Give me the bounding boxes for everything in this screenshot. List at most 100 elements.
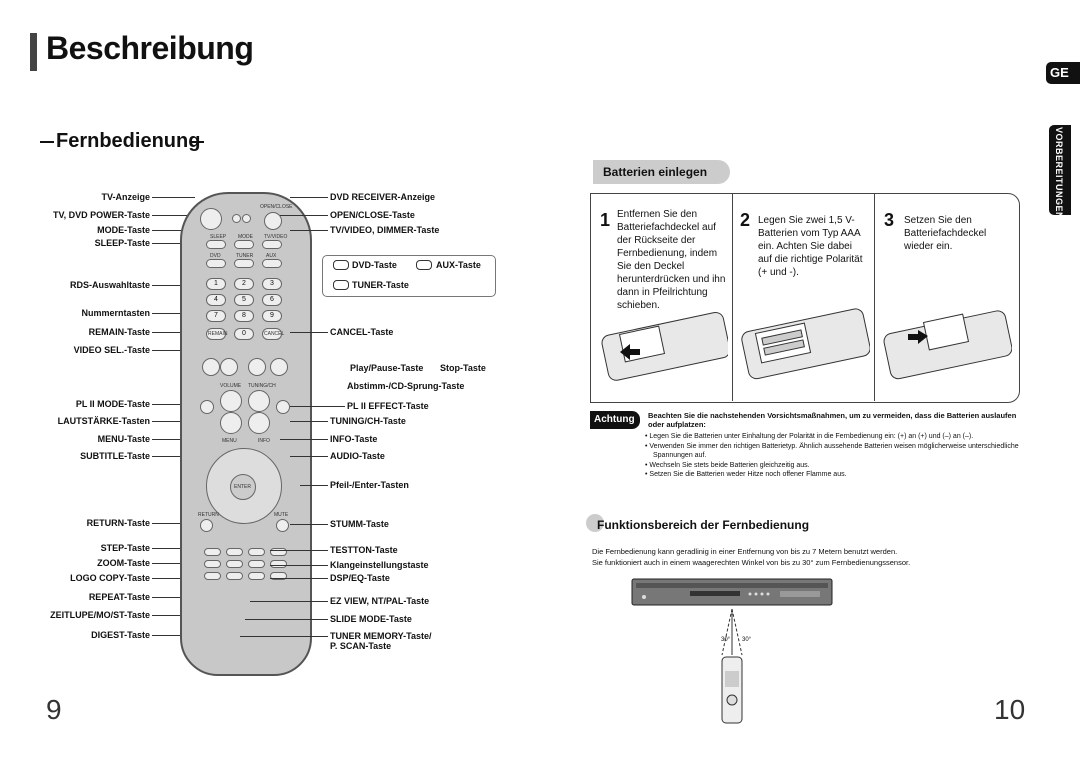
num-5-button: 5 xyxy=(234,294,254,306)
range-section-title: Funktionsbereich der Fernbedienung xyxy=(597,518,810,532)
num-8-button: 8 xyxy=(234,310,254,322)
cancel-button: CANCEL xyxy=(262,328,285,340)
callout-line xyxy=(270,578,328,579)
warning-bullet: • Verwenden Sie immer den richtigen Batt… xyxy=(645,442,1019,460)
function-key xyxy=(248,560,265,568)
num-8-label: 8 xyxy=(242,312,246,319)
open-close-label: OPEN/CLOSE xyxy=(260,204,293,210)
tuning-label: TUNING/CH xyxy=(248,383,276,389)
play-pause-button xyxy=(248,358,266,376)
callout-line xyxy=(290,332,328,333)
tuning-down-button xyxy=(248,412,270,434)
step-divider-1 xyxy=(732,193,733,401)
num-7-button: 7 xyxy=(206,310,226,322)
step-1-number: 1 xyxy=(600,210,611,230)
callout-line xyxy=(152,523,195,524)
section-side-tab-label: VORBEREITUNGEN xyxy=(1054,127,1064,220)
step-divider-2 xyxy=(874,193,875,401)
callout-label-left: RDS-Auswahltaste xyxy=(69,280,150,290)
callout-line xyxy=(290,197,328,198)
function-key xyxy=(270,548,287,556)
warning-bullet: • Wechseln Sie stets beide Batterien gle… xyxy=(645,461,810,469)
mute-button xyxy=(276,519,289,532)
dvd-key-label: DVD-Taste xyxy=(352,260,397,270)
step-3-text: Setzen Sie den Batteriefachdeckel wieder… xyxy=(904,215,987,252)
dvd-key-icon xyxy=(333,260,349,270)
callout-label-right: STUMM-Taste xyxy=(330,519,389,529)
aux-key-label: AUX-Taste xyxy=(436,260,481,270)
battery-step-2-illustration xyxy=(741,308,870,380)
callout-line xyxy=(280,215,328,216)
callout-label-right: TUNER MEMORY-Taste/ xyxy=(330,631,432,641)
callout-label-left: MODE-Taste xyxy=(97,225,150,235)
callout-line xyxy=(152,230,205,231)
volume-down-button xyxy=(220,412,242,434)
tuner-key-icon xyxy=(333,280,349,290)
num-6-button: 6 xyxy=(262,294,282,306)
callout-line xyxy=(152,313,205,314)
return-button xyxy=(200,519,213,532)
tuning-up-button xyxy=(248,390,270,412)
mode-button xyxy=(234,240,254,249)
num-6-label: 6 xyxy=(270,296,274,303)
volume-label: VOLUME xyxy=(220,383,242,389)
batteries-section-tab: Batterien einlegen xyxy=(593,160,730,184)
num-9-label: 9 xyxy=(270,312,274,319)
function-key xyxy=(248,548,265,556)
power-button xyxy=(200,208,222,230)
callout-line xyxy=(152,578,200,579)
step-1-text: Entfernen Sie den Batteriefachdeckel auf… xyxy=(617,209,726,311)
mute-label: MUTE xyxy=(274,512,289,518)
pl2-effect-button xyxy=(276,400,290,414)
subtitle-left-dash xyxy=(40,141,54,143)
callout-line xyxy=(245,619,328,620)
receiver-range-illustration xyxy=(631,578,833,724)
callout-line xyxy=(280,439,328,440)
callout-label-left: DIGEST-Taste xyxy=(91,630,150,640)
callout-label-right: Play/Pause-Taste xyxy=(350,363,424,373)
callout-line xyxy=(152,243,205,244)
callout-label-right: TESTTON-Taste xyxy=(330,545,398,555)
callout-label-left: ZEITLUPE/MO/ST-Taste xyxy=(50,610,150,620)
fast-forward-button xyxy=(270,358,288,376)
callout-line xyxy=(152,404,195,405)
tv-video-label: TV/VIDEO xyxy=(264,234,288,240)
remain-label: REMAIN xyxy=(208,331,228,337)
callout-line xyxy=(300,485,328,486)
warning-bullet: • Setzen Sie die Batterien weder Hitze n… xyxy=(645,471,847,478)
title-accent-bar xyxy=(30,33,37,71)
info-label: INFO xyxy=(258,438,270,444)
function-key xyxy=(270,560,287,568)
sleep-label: SLEEP xyxy=(210,234,227,240)
remote-control-illustration: OPEN/CLOSE SLEEP MODE TV/VIDEO DVD TUNER… xyxy=(180,192,312,676)
dvd-indicator xyxy=(242,214,251,223)
callout-label-left: LAUTSTÄRKE-Tasten xyxy=(57,416,150,426)
range-title-marker xyxy=(586,514,604,532)
angle-left-label: 30° xyxy=(721,637,731,643)
callout-label-left: TV, DVD POWER-Taste xyxy=(52,210,150,220)
cancel-label: CANCEL xyxy=(264,331,285,337)
num-7-label: 7 xyxy=(214,312,218,319)
num-3-button: 3 xyxy=(262,278,282,290)
step-3-number: 3 xyxy=(884,210,895,230)
pl2-mode-button xyxy=(200,400,214,414)
language-tab: GE xyxy=(1046,62,1080,84)
num-1-label: 1 xyxy=(214,280,218,287)
callout-label-right: EZ VIEW, NT/PAL-Taste xyxy=(330,596,430,606)
battery-step-3-illustration xyxy=(883,310,1012,380)
callout-label-right: DSP/EQ-Taste xyxy=(330,573,390,583)
callout-label-left: Nummerntasten xyxy=(81,308,150,318)
enter-label: ENTER xyxy=(234,484,251,490)
page-title: Beschreibung xyxy=(46,30,254,66)
tuner-key-label: TUNER-Taste xyxy=(352,280,409,290)
callout-label-left: RETURN-Taste xyxy=(86,518,150,528)
angle-right-label: 30° xyxy=(742,637,752,643)
callout-label-left: SLEEP-Taste xyxy=(94,238,150,248)
callout-label-right: INFO-Taste xyxy=(330,434,378,444)
dvd-label: DVD xyxy=(210,253,221,259)
callout-line xyxy=(152,350,195,351)
num-0-button: 0 xyxy=(234,328,254,340)
callout-label-left: REMAIN-Taste xyxy=(88,327,150,337)
aux-label: AUX xyxy=(266,253,277,259)
callout-label-right: Stop-Taste xyxy=(440,363,486,373)
